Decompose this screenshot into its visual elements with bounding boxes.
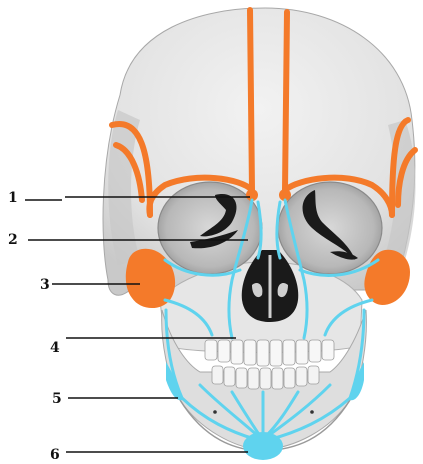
frontal-bar-right bbox=[285, 12, 287, 190]
label-1: 1 bbox=[8, 190, 18, 206]
label-6: 6 bbox=[50, 447, 60, 463]
right-orbit bbox=[278, 182, 382, 274]
chin-mental-protuberance bbox=[243, 432, 283, 460]
lower-teeth bbox=[212, 366, 319, 389]
frontal-bar-left bbox=[250, 10, 252, 190]
label-2: 2 bbox=[8, 232, 18, 248]
label-4: 4 bbox=[50, 340, 60, 356]
mental-foramen-left bbox=[213, 410, 217, 414]
label-5: 5 bbox=[52, 391, 62, 407]
mental-foramen-right bbox=[310, 410, 314, 414]
label-3: 3 bbox=[40, 277, 50, 293]
